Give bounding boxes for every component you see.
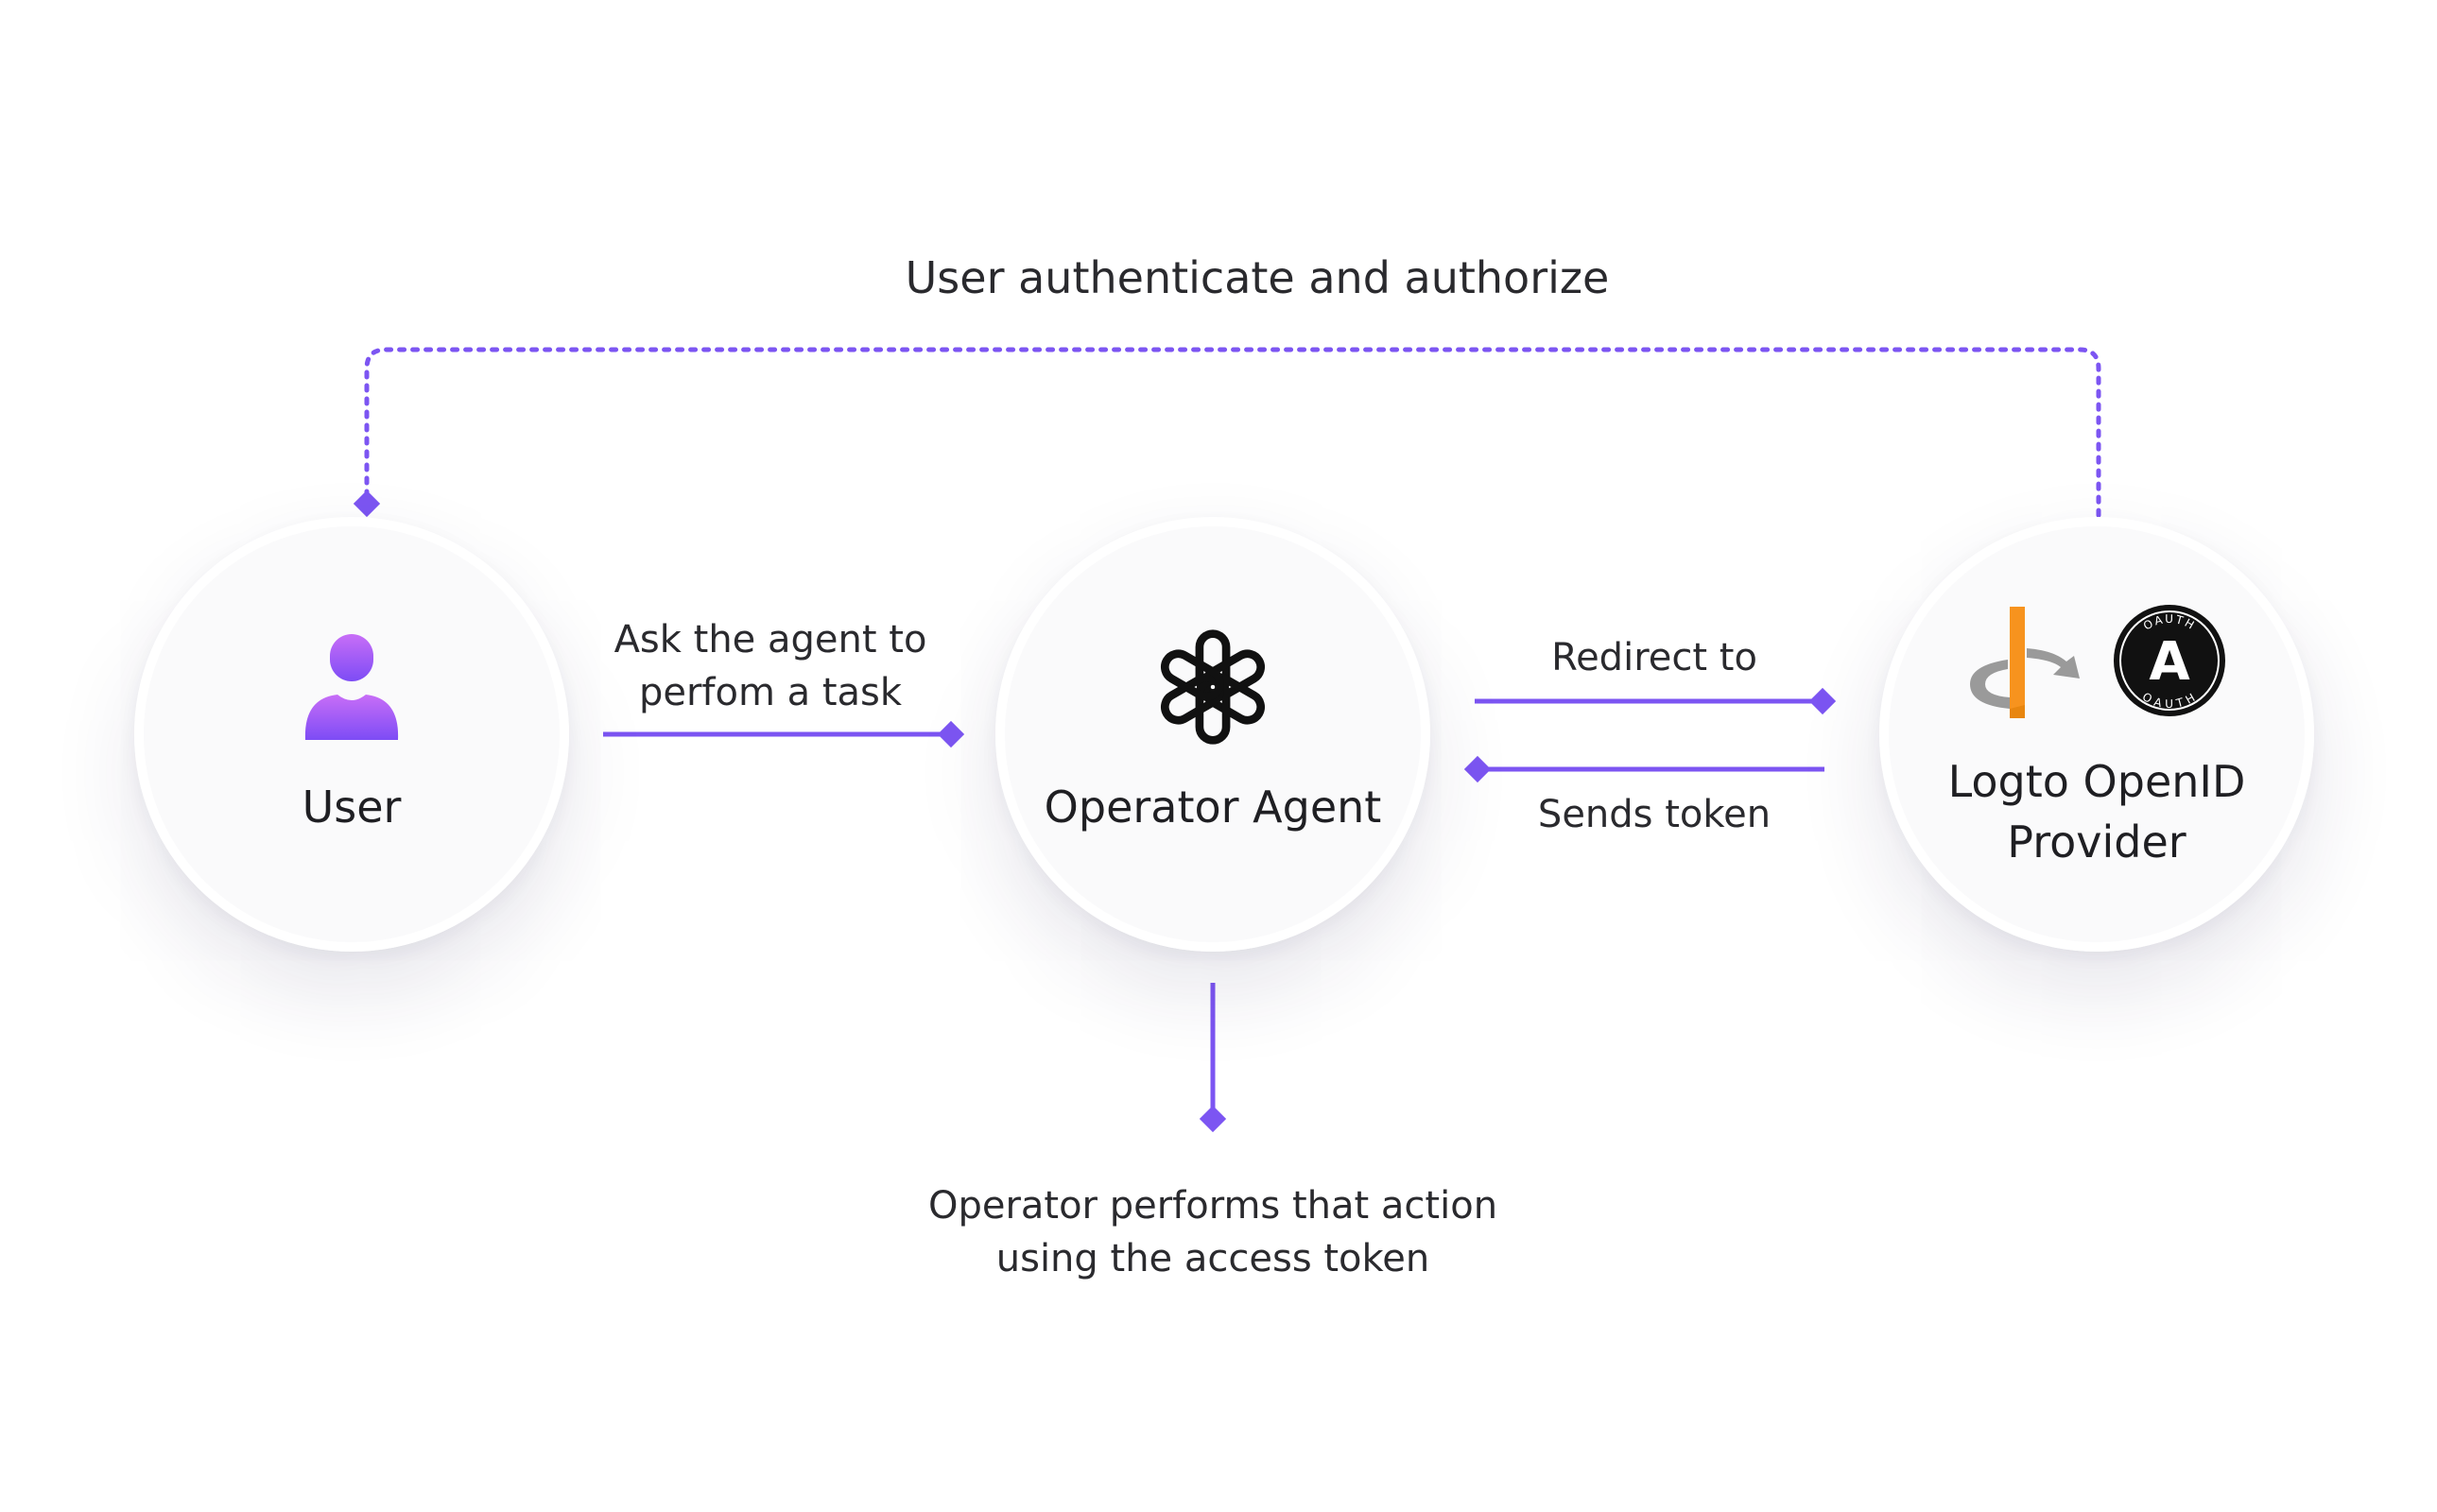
- svg-text:OAUTH: OAUTH: [2141, 612, 2198, 633]
- perform-arrowhead: [1199, 1105, 1227, 1133]
- oauth-logo-icon: OAUTH OAUTH A: [2114, 605, 2225, 716]
- auth-caption: User authenticate and authorize: [905, 252, 1610, 303]
- performs-label-line2: using the access token: [995, 1237, 1430, 1280]
- provider-node: OAUTH OAUTH A Logto OpenID Provider: [1879, 517, 2314, 952]
- token-arrowhead: [1463, 755, 1492, 783]
- ask-label-line2: perfom a task: [638, 671, 903, 714]
- auth-loop-arrowhead: [353, 490, 381, 518]
- auth-loop-dotted-line: [364, 347, 2101, 521]
- openai-logo-icon: [1160, 629, 1266, 745]
- redirect-label: Redirect to: [1551, 636, 1757, 679]
- redirect-arrowhead: [1808, 687, 1837, 715]
- provider-label-line1: Logto OpenID: [1947, 756, 2246, 807]
- operator-agent-node: Operator Agent: [995, 517, 1430, 952]
- user-node: User: [134, 517, 569, 952]
- operator-agent-label: Operator Agent: [1044, 782, 1382, 833]
- user-label: User: [302, 782, 402, 833]
- openid-logo-icon: [1970, 607, 2080, 718]
- sends-token-label: Sends token: [1537, 793, 1772, 836]
- user-icon: [304, 634, 399, 740]
- ask-arrowhead: [937, 720, 965, 748]
- ask-label-line1: Ask the agent to: [614, 618, 927, 662]
- svg-text:A: A: [2149, 631, 2190, 693]
- performs-label-line1: Operator performs that action: [927, 1184, 1498, 1228]
- provider-label-line2: Provider: [2007, 816, 2186, 868]
